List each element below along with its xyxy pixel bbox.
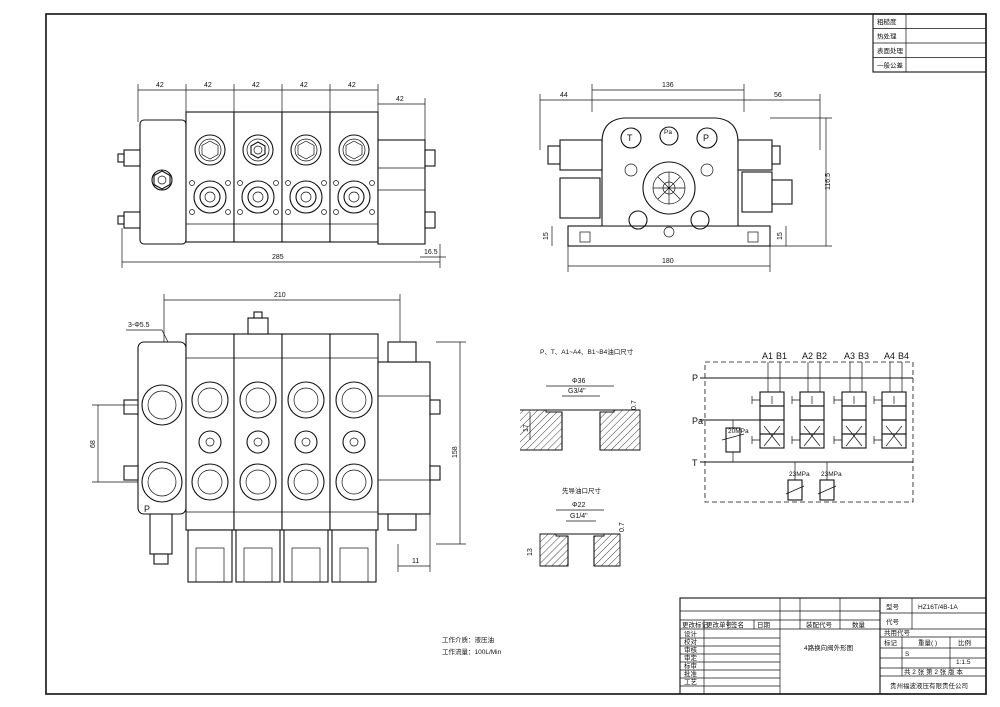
port-main-depth: 17: [523, 424, 530, 432]
sch-port-b3: B3: [858, 351, 869, 361]
port-main-dia: Φ36: [572, 378, 585, 385]
front-port-p: P: [144, 504, 150, 514]
sheet-info: 共 2 张 第 2 张 版 本: [904, 667, 963, 676]
sch-port-pa: Pa: [692, 416, 703, 426]
front-sections: [185, 311, 379, 583]
role-6: 批准: [684, 669, 698, 678]
rev-h3: 签名: [731, 620, 744, 629]
scale-value: 1:1.5: [956, 659, 971, 666]
side-dim-right: 56: [774, 92, 782, 99]
sch-port-b4: B4: [898, 351, 909, 361]
front-dim-right: 158: [452, 446, 459, 458]
role-1: 设计: [684, 629, 698, 638]
side-dim-left: 44: [560, 92, 568, 99]
top-dim-6: 42: [396, 96, 404, 103]
mark-label: 标记: [884, 638, 898, 647]
note-flow: 工作流量：100L/Min: [442, 647, 502, 656]
top-dim-total: 285: [272, 254, 284, 261]
sch-secondary-1: 23MPa: [789, 471, 810, 478]
sch-spools: [751, 391, 907, 449]
hydraulic-schematic: A1 B1 A2 B2 A3 B3 A4 B4 P Pa T: [692, 351, 914, 503]
top-dim-4: 42: [300, 82, 308, 89]
role-3: 审核: [684, 645, 698, 654]
sch-port-b2: B2: [816, 351, 827, 361]
sch-port-b1: B1: [776, 351, 787, 361]
top-dim-1: 42: [156, 82, 164, 89]
top-sections: [185, 111, 379, 243]
sch-port-t: T: [692, 458, 698, 468]
port-main-title: P、T、A1~A4、B1~B4油口尺寸: [540, 347, 634, 356]
note-medium: 工作介质：液压油: [442, 635, 494, 644]
port-pilot-thread: G1/4": [570, 513, 588, 520]
side-dim-base-right: 15: [777, 232, 784, 240]
port-detail-main: P、T、A1~A4、B1~B4油口尺寸 Φ36 G3/4" 17 0.7: [520, 347, 641, 451]
port-detail-pilot: 先导油口尺寸 Φ22 G1/4" 13 0.7: [527, 486, 626, 567]
port-pilot-title: 先导油口尺寸: [562, 486, 602, 495]
side-dim-base: 15: [543, 232, 550, 240]
side-label-t: T: [627, 133, 633, 143]
front-dim-top: 210: [274, 292, 286, 299]
top-dim-5: 42: [348, 82, 356, 89]
port-pilot-step: 0.7: [619, 522, 626, 532]
title-block: 更改标记 更改单号 签名 日期 装配代号 数量 型号 HZ16T/4B-1A 代…: [679, 597, 987, 695]
port-main-step: 0.7: [631, 400, 638, 410]
rev-h2: 更改单号: [706, 620, 733, 629]
side-label-p: P: [703, 133, 709, 143]
sch-secondary-2: 23MPa: [821, 471, 842, 478]
role-4: 审定: [684, 653, 698, 662]
top-dim-2: 42: [204, 82, 212, 89]
sch-port-a3: A3: [844, 351, 855, 361]
code-label: 代号: [886, 617, 900, 626]
rev-h5: 装配代号: [806, 620, 833, 629]
front-dim-left: 68: [90, 440, 97, 448]
sch-port-a2: A2: [802, 351, 813, 361]
side-label-pa: Pa: [664, 129, 672, 136]
model-value: HZ16T/4B-1A: [918, 604, 958, 611]
top-dim-3: 42: [252, 82, 260, 89]
model-label: 型号: [886, 602, 900, 611]
sch-port-a4: A4: [884, 351, 895, 361]
sch-port-p: P: [692, 373, 698, 383]
scale-label: 比例: [958, 638, 971, 647]
drawing-border: [45, 13, 987, 695]
sch-relief: 20MPa: [728, 428, 749, 435]
usage-label: 共用代号: [884, 628, 911, 637]
port-pilot-dia: Φ22: [572, 502, 585, 509]
rev-h1: 更改标记: [682, 620, 709, 629]
corner-row-4: 一般公差: [877, 61, 904, 70]
front-dim-bottom: 11: [412, 558, 419, 565]
corner-block: 粗糙度 热处理 表面处理 一般公差: [872, 13, 987, 73]
port-pilot-depth: 13: [527, 548, 534, 556]
role-2: 校对: [684, 637, 698, 646]
side-dim-top: 136: [662, 82, 674, 89]
top-dim-height: 16.5: [424, 249, 438, 256]
side-view: 44 136 56 T P Pa: [539, 82, 832, 272]
corner-row-3: 表面处理: [877, 46, 904, 55]
sch-port-a1: A1: [762, 351, 773, 361]
drawing-title: 4路换向阀外形图: [804, 643, 853, 652]
side-dim-height: 116.5: [825, 173, 832, 190]
company: 贵州福波液压有限责任公司: [890, 681, 968, 690]
role-5: 标审: [684, 661, 697, 670]
front-dim-hole: 3-Φ5.5: [128, 322, 150, 329]
front-view: 210 3-Φ5.5 P: [90, 292, 466, 583]
rev-h4: 日期: [757, 621, 771, 629]
corner-row-2: 热处理: [877, 32, 897, 41]
role-7: 工艺: [684, 678, 698, 686]
side-dim-width: 180: [662, 258, 674, 265]
rev-h6: 数量: [852, 620, 866, 629]
port-main-thread: G3/4": [568, 388, 586, 395]
corner-row-1: 粗糙度: [877, 17, 897, 26]
weight-label: 重量( ): [918, 639, 937, 647]
sheet-s: S: [905, 651, 910, 658]
top-view: 42 42 42 42 42 42: [117, 82, 446, 268]
